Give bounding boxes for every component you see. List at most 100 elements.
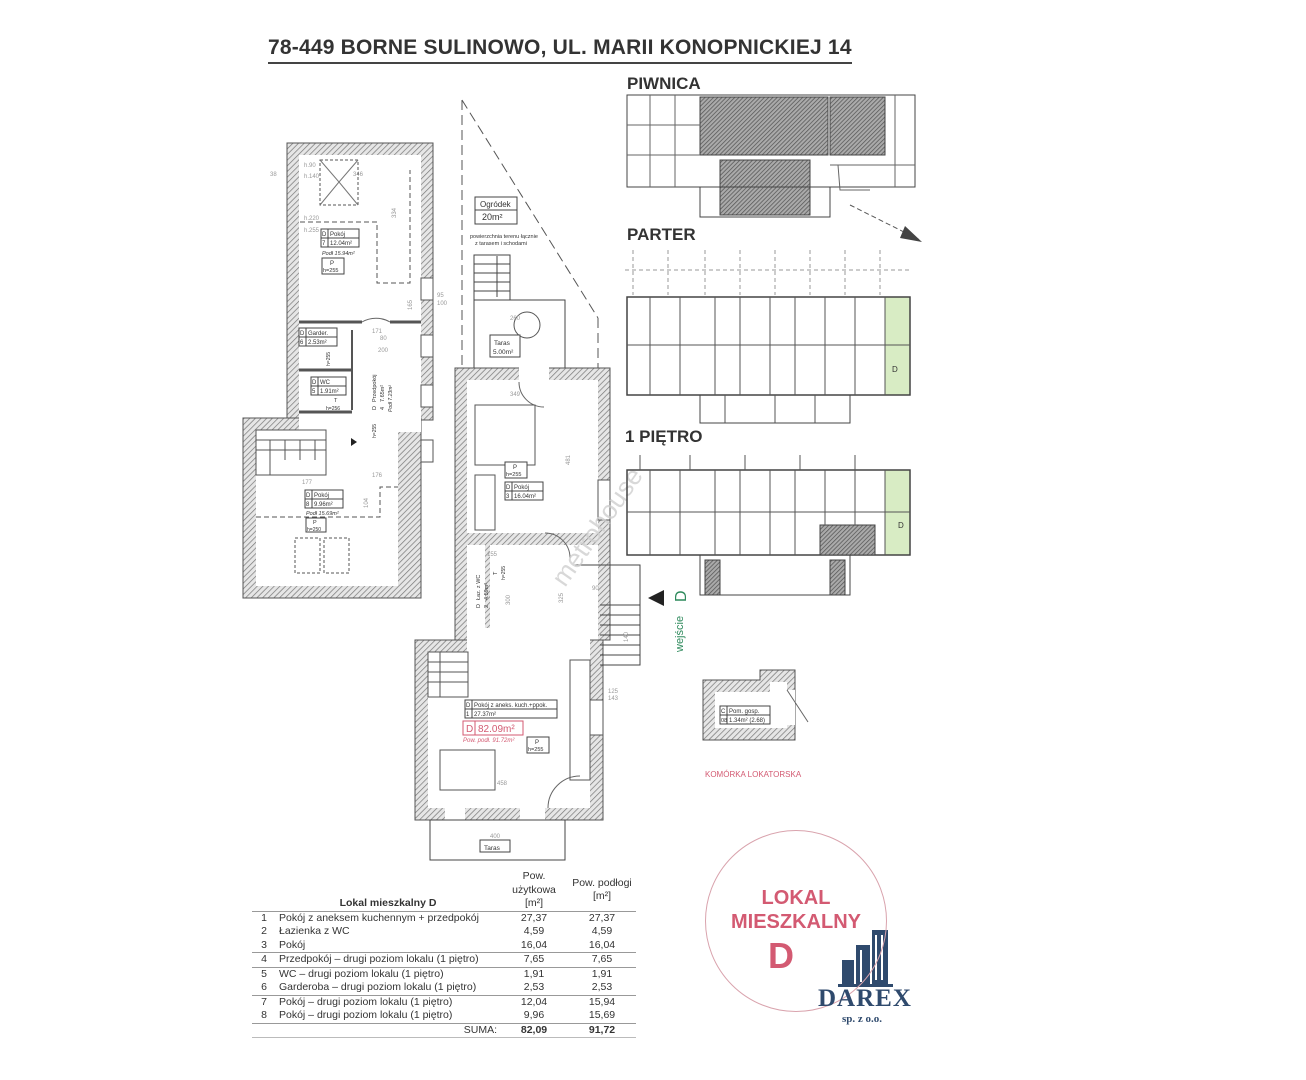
svg-text:Pokój: Pokój (330, 232, 345, 238)
svg-text:D: D (300, 331, 305, 337)
svg-text:12.04m²: 12.04m² (330, 241, 352, 247)
cell-usable: 1,91 (500, 966, 568, 981)
svg-text:Pow. podł. 91.72m²: Pow. podł. 91.72m² (463, 738, 515, 744)
cell-usable: 27,37 (500, 910, 568, 925)
cell-name: Pokój – drugi poziom lokalu (1 piętro) (279, 1009, 453, 1021)
cell-usable: 16,04 (520, 938, 548, 951)
room-label-6: D Garder. 6 2.53m² h=255 (298, 327, 338, 366)
svg-text:D: D (466, 703, 471, 709)
svg-text:Pokój: Pokój (314, 493, 329, 499)
svg-text:8: 8 (306, 502, 310, 508)
room-label-5: D WC 5 1.91m² T h=256 (310, 376, 347, 412)
svg-text:80: 80 (380, 336, 387, 342)
dimensions: 38 346 334 165 95 100 171 200 80 177 176… (270, 163, 630, 840)
basement-overview (626, 94, 916, 218)
cell-name: WC – drugi poziom lokalu (1 piętro) (276, 966, 500, 981)
svg-text:Pokój z aneks. kuch.+ppok.: Pokój z aneks. kuch.+ppok. (474, 703, 548, 709)
logo-name: DAREX (818, 985, 912, 1012)
cell-name: Przedpokój – drugi poziom lokalu (1 pięt… (276, 952, 500, 967)
svg-text:2.53m²: 2.53m² (308, 340, 327, 346)
unit-stamp: LOKAL MIESZKALNY D (705, 830, 887, 1012)
svg-text:171: 171 (372, 329, 383, 335)
cell-floor: 7,65 (568, 952, 636, 967)
cell-no: 1 (252, 910, 276, 925)
garden-stairs (473, 254, 511, 301)
cell-no: 7 (252, 994, 276, 1009)
stamp-line-2: MIESZKALNY (731, 911, 861, 933)
entrance-arrow-icon (648, 590, 664, 606)
unit-total-label: D 82.09m² Pow. podł. 91.72m² P h=255 (462, 720, 550, 754)
svg-text:2: 2 (484, 605, 490, 608)
svg-text:Przedpokój: Przedpokój (372, 374, 378, 402)
terrace-top-name: Taras (494, 340, 511, 347)
svg-text:3: 3 (506, 494, 510, 500)
svg-text:h.90: h.90 (304, 163, 316, 169)
cell-no: 3 (261, 938, 267, 951)
svg-text:h=255: h=255 (501, 566, 507, 580)
svg-text:125: 125 (608, 689, 619, 695)
svg-text:Podł 15.69m²: Podł 15.69m² (306, 511, 339, 517)
svg-text:458: 458 (497, 781, 508, 787)
storage-caption: KOMÓRKA LOKATORSKA (705, 770, 802, 779)
room-label-1: D Pokój z aneks. kuch.+ppok. 1 27.37m² (464, 699, 558, 719)
entrance-label: wejście (674, 616, 686, 653)
svg-text:177: 177 (302, 480, 313, 486)
cell-usable: 9,96 (523, 1009, 545, 1021)
ground-level-block (414, 366, 641, 861)
cell-floor: 16,04 (588, 938, 616, 951)
table-title: Lokal mieszkalny D (339, 897, 437, 909)
svg-text:260: 260 (510, 316, 521, 322)
garden-area-value: 20m² (482, 212, 503, 222)
cell-floor: 1,91 (568, 966, 636, 981)
svg-text:400: 400 (490, 834, 501, 840)
svg-text:h=256: h=256 (326, 406, 340, 412)
svg-text:4.59m²: 4.59m² (484, 583, 490, 600)
logo-subtitle: sp. z o.o. (842, 1013, 883, 1025)
svg-text:P: P (313, 520, 317, 526)
cell-usable: 4,59 (523, 925, 545, 937)
cell-floor: 15,94 (568, 994, 636, 1009)
svg-text:300: 300 (506, 594, 512, 605)
garden-name: Ogródek (480, 200, 512, 209)
svg-text:D: D (312, 380, 317, 386)
cell-name: Łazienka z WC (279, 925, 350, 937)
cell-usable: 12,04 (500, 994, 568, 1009)
entrance-stairs (575, 564, 641, 666)
cell-floor: 4,59 (591, 925, 613, 937)
cell-usable: 2,53 (523, 981, 545, 993)
stair-arrow-icon (351, 438, 357, 446)
svg-text:95: 95 (437, 293, 444, 299)
cell-no: 5 (252, 966, 276, 981)
cell-name: Pokój z aneksem kuchennym + przedpokój (276, 910, 500, 925)
garden-note-1: powierzchnia terenu łącznie (470, 234, 538, 240)
level-label-first: 1 PIĘTRO (625, 427, 703, 446)
page-title: 78-449 BORNE SULINOWO, UL. MARII KONOPNI… (268, 36, 852, 64)
svg-text:Podł 7.23m²: Podł 7.23m² (388, 385, 394, 412)
terrace-bottom-name: Taras (484, 845, 501, 852)
svg-text:P: P (535, 740, 539, 746)
room-label-7: D Pokój 7 12.04m² Podł 15.94m² P h=255 (320, 228, 360, 275)
svg-text:h=250: h=250 (307, 527, 321, 533)
svg-text:Łaz. z WC: Łaz. z WC (476, 575, 482, 600)
cell-no: 6 (261, 981, 267, 993)
svg-text:104: 104 (364, 497, 370, 508)
svg-text:h=255: h=255 (528, 747, 543, 753)
svg-text:334: 334 (392, 207, 398, 218)
area-table: Lokal mieszkalny D Pow. użytkowa [m²] Po… (252, 870, 636, 1038)
svg-text:140: 140 (624, 631, 630, 642)
svg-text:1: 1 (466, 712, 470, 718)
svg-text:9.96m²: 9.96m² (314, 502, 333, 508)
svg-text:h.140: h.140 (304, 174, 320, 180)
svg-text:D: D (898, 521, 904, 530)
table-sum-row: SUMA: 82,09 91,72 (252, 1022, 636, 1038)
svg-text:1.91m²: 1.91m² (320, 389, 339, 395)
level-label-ground: PARTER (627, 225, 696, 244)
stamp-line-3: D (768, 935, 794, 976)
